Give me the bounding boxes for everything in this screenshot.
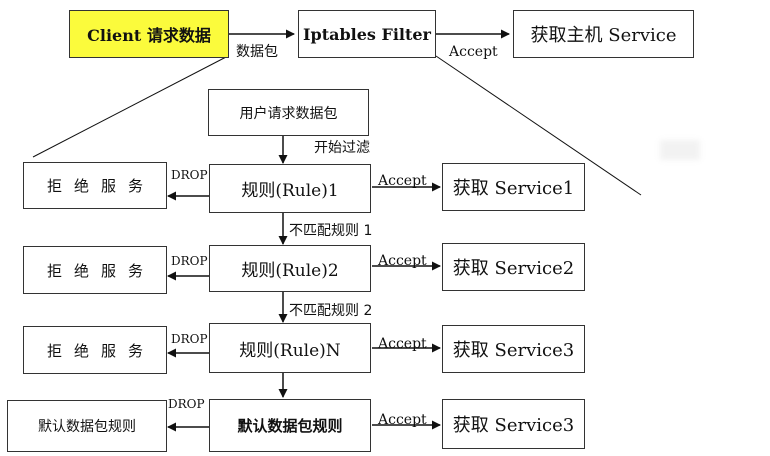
drop-label-3: DROP — [171, 332, 208, 346]
accept-label-3: Accept — [378, 336, 427, 352]
user-request-packet-box: 用户请求数据包 — [208, 89, 369, 136]
rule-1-box: 规则(Rule)1 — [209, 164, 371, 213]
drop-label-4: DROP — [168, 397, 205, 411]
drop-label-1: DROP — [171, 168, 208, 182]
service-2-box: 获取 Service2 — [442, 243, 585, 291]
service-1-box: 获取 Service1 — [442, 163, 585, 211]
start-filter-label: 开始过滤 — [314, 140, 370, 156]
iptables-filter-box: Iptables Filter — [298, 10, 436, 58]
top-accept-label: Accept — [449, 44, 498, 60]
rule-2-box: 规则(Rule)2 — [209, 245, 371, 292]
client-request-box: Client 请求数据 — [69, 10, 229, 58]
service-3-box: 获取 Service3 — [442, 325, 585, 373]
scan-artifact — [660, 140, 700, 160]
default-rule-target-box: 默认数据包规则 — [7, 400, 167, 452]
no-match-label-1: 不匹配规则 1 — [289, 223, 373, 239]
reject-service-box-2: 拒绝服务 — [23, 246, 167, 294]
reject-service-box-3: 拒绝服务 — [23, 326, 167, 374]
accept-label-1: Accept — [378, 173, 427, 189]
zoom-guide-left — [32, 55, 229, 158]
zoom-guide-right — [435, 55, 642, 196]
packet-label: 数据包 — [236, 44, 278, 60]
service-3b-box: 获取 Service3 — [442, 399, 585, 449]
accept-label-4: Accept — [378, 412, 427, 428]
default-rule-box: 默认数据包规则 — [209, 399, 371, 452]
rule-n-box: 规则(Rule)N — [209, 323, 371, 373]
host-service-box: 获取主机 Service — [513, 10, 694, 58]
reject-service-box-1: 拒绝服务 — [23, 162, 167, 209]
accept-label-2: Accept — [378, 253, 427, 269]
drop-label-2: DROP — [171, 254, 208, 268]
no-match-label-2: 不匹配规则 2 — [289, 303, 373, 319]
